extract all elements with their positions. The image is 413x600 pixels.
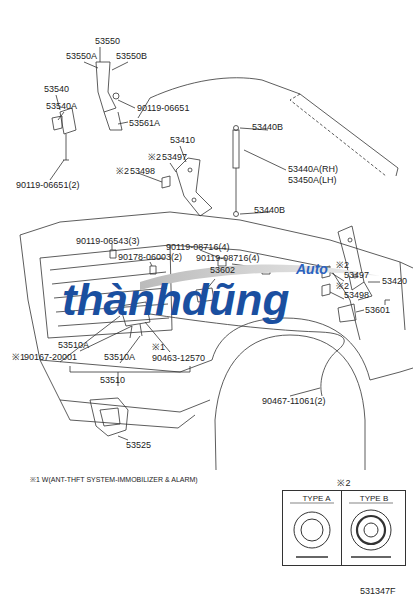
part-number: 53498 (130, 166, 155, 177)
callout-mark: ※1 (152, 342, 165, 353)
part-number: 53525 (126, 440, 151, 451)
part-number: 53510A (104, 352, 135, 363)
part-number: 53497 (344, 270, 369, 281)
part-number: 90119-08716(4) (196, 253, 259, 264)
part-number: 53540A (46, 101, 77, 112)
part-number: 53540 (44, 84, 69, 95)
part-number: 90119-06651(2) (16, 180, 79, 191)
part-number: 53601 (365, 305, 390, 316)
part-number: 90463-12570 (152, 353, 205, 364)
part-number: 53550 (95, 36, 120, 47)
type-a-cell: TYPE A (283, 491, 350, 565)
callout-mark: ※2 (148, 152, 161, 163)
callout-mark: ※2 (283, 478, 405, 488)
part-number: 90119-06651 (137, 103, 189, 114)
part-number: 53550B (116, 51, 147, 62)
part-number: 90178-06003(2) (118, 252, 182, 263)
type-b-cell: TYPE B (341, 491, 406, 565)
callout-mark: ※2 (116, 166, 129, 177)
figure-code: 531347F (360, 586, 396, 597)
callout-mark: ※2 (336, 260, 349, 271)
part-number: 53497 (162, 152, 187, 163)
watermark: Auto (296, 262, 328, 276)
watermark: thànhdũng (62, 278, 289, 322)
part-number: 53440B (254, 205, 285, 216)
part-number: 53510A (58, 340, 89, 351)
part-number: 53440A(RH) (288, 164, 338, 175)
part-number: 53561A (129, 118, 160, 129)
part-number: 53550A (66, 51, 97, 62)
part-number: 53440B (252, 122, 283, 133)
part-number: 53420 (382, 276, 407, 287)
callout-mark: ※1 (12, 352, 25, 363)
type-label: TYPE A (283, 494, 350, 504)
note: ※1 W(ANT-THFT SYSTEM-IMMOBILIZER & ALARM… (30, 474, 198, 485)
type-legend-box: ※2TYPE ATYPE B (282, 490, 406, 566)
part-number: 90119-06543(3) (76, 236, 139, 247)
part-number: 90167-20001 (24, 352, 77, 363)
part-number: 53498 (344, 290, 369, 301)
part-number: 53510 (100, 375, 125, 386)
type-label: TYPE B (342, 494, 406, 504)
part-number: 53410 (170, 135, 195, 146)
part-number: 90119-08716(4) (166, 242, 229, 253)
part-number: 53450A(LH) (288, 175, 337, 186)
part-number: 90467-11061(2) (262, 396, 325, 407)
part-number: 53602 (210, 265, 235, 276)
